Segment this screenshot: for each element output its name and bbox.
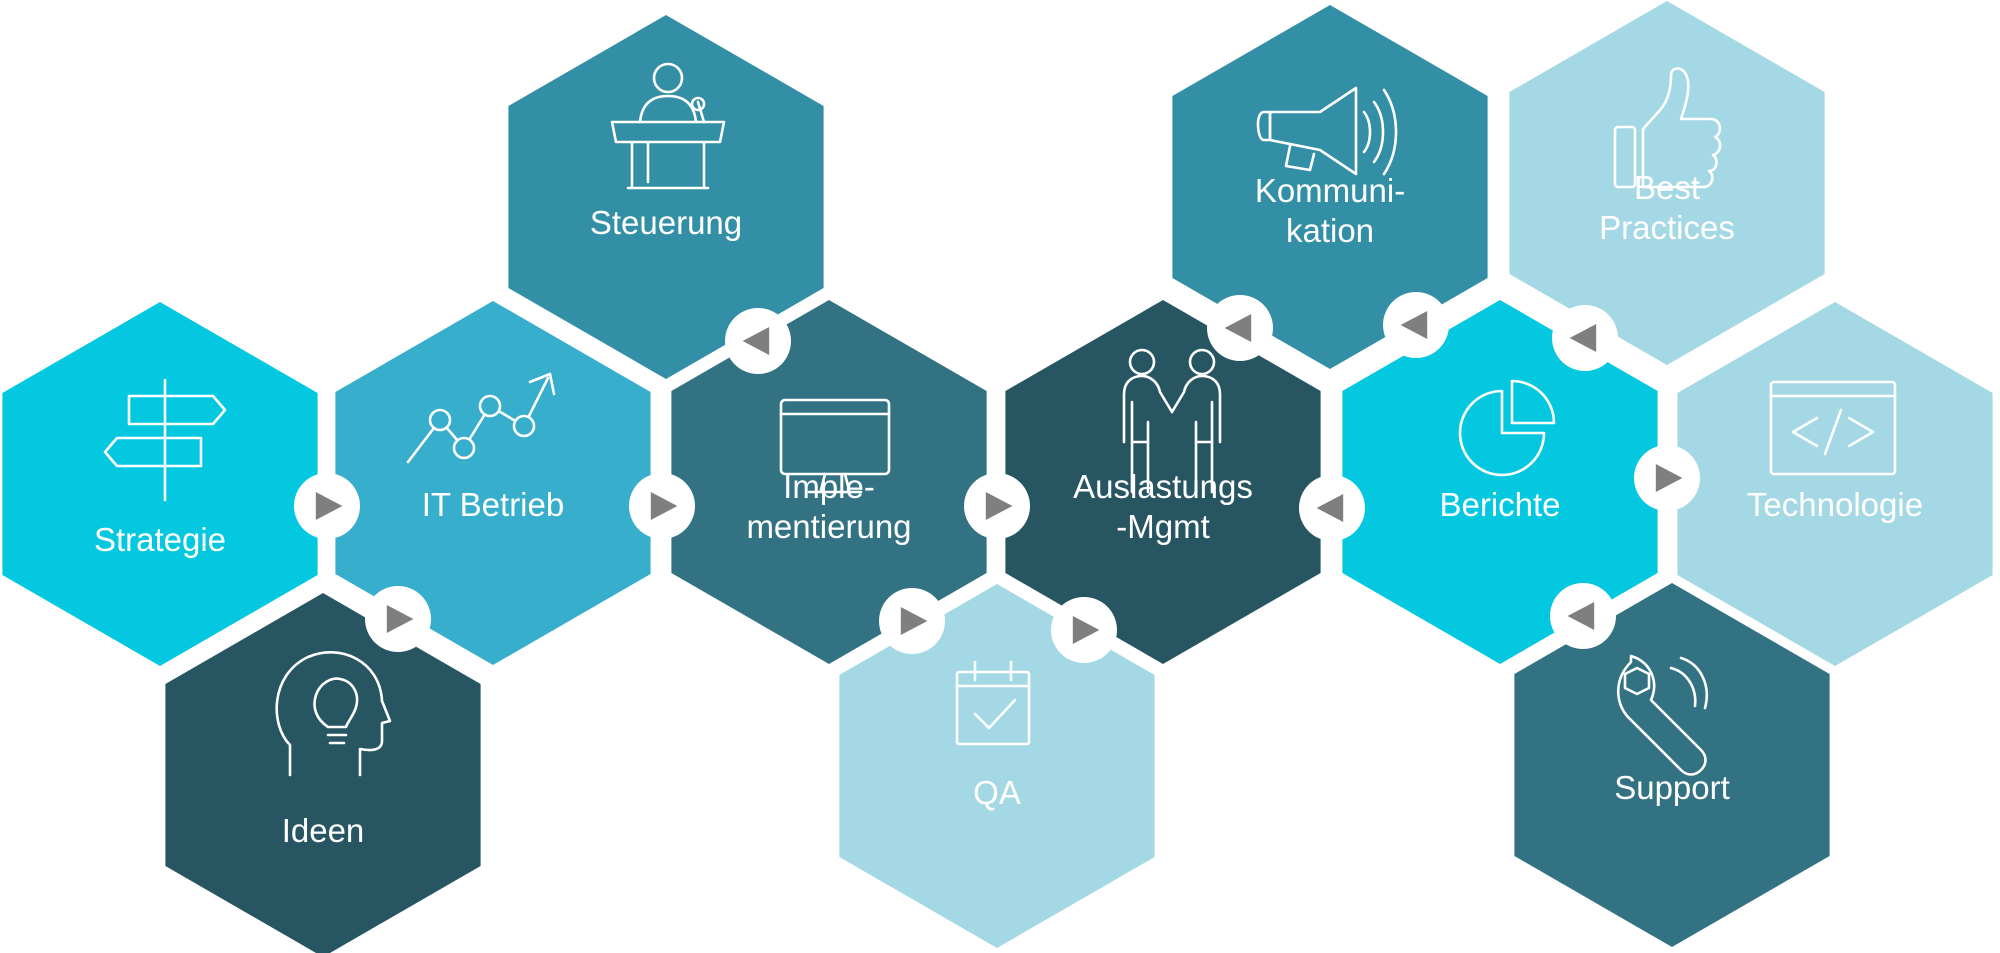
connector-implementierung-to-auslastungs xyxy=(964,473,1030,539)
hexagon-label-best-practices: Practices xyxy=(1599,209,1735,246)
triangle-left-icon xyxy=(1567,602,1595,630)
triangle-right-icon xyxy=(985,492,1013,520)
hexagon-shape xyxy=(1005,300,1321,664)
triangle-left-icon xyxy=(1316,494,1344,522)
hexagon-strategie: Strategie xyxy=(2,302,318,666)
connector-implementierung-to-qa xyxy=(879,588,945,654)
hexagon-auslastungs-mgmt: Auslastungs-Mgmt xyxy=(1005,300,1321,664)
hexagon-label-qa: QA xyxy=(973,774,1021,811)
megaphone-icon xyxy=(1256,86,1398,176)
hexagon-label-implementierung: mentierung xyxy=(746,508,911,545)
hexagon-shape xyxy=(1509,1,1825,365)
hexagon-label-kommunikation: kation xyxy=(1286,212,1374,249)
connector-berichte-to-kommunikation xyxy=(1383,292,1449,358)
hexagon-shape xyxy=(1677,302,1993,666)
triangle-left-icon xyxy=(1224,314,1252,342)
hexagon-support: Support xyxy=(1514,583,1830,947)
hexagon-berichte: Berichte xyxy=(1342,300,1658,664)
hexagon-steuerung: Steuerung xyxy=(508,15,824,379)
triangle-right-icon xyxy=(315,492,343,520)
line-chart-icon xyxy=(406,372,556,464)
hexagon-implementierung: Imple-mentierung xyxy=(671,300,987,664)
hexagon-it-betrieb: IT Betrieb xyxy=(335,301,651,665)
hexagon-label-auslastungs-mgmt: -Mgmt xyxy=(1116,508,1210,545)
triangle-right-icon xyxy=(900,607,928,635)
hexagon-technologie: Technologie xyxy=(1677,302,1993,666)
connector-qa-to-auslastungs xyxy=(1051,597,1117,663)
hexagon-label-implementierung: Imple- xyxy=(783,468,875,505)
connector-implementierung-to-steuerung xyxy=(725,308,791,374)
triangle-left-icon xyxy=(1569,324,1597,352)
connector-strategie-to-it-betrieb xyxy=(294,473,360,539)
handshake-people-icon xyxy=(1122,348,1222,494)
hexagon-shape xyxy=(508,15,824,379)
hexagon-label-strategie: Strategie xyxy=(94,521,226,558)
hexagon-qa: QA xyxy=(839,584,1155,948)
hexagon-shape xyxy=(165,593,481,953)
triangle-left-icon xyxy=(1400,311,1428,339)
connector-auslastungs-to-kommunikation xyxy=(1207,295,1273,361)
triangle-left-icon xyxy=(742,327,770,355)
podium-speaker-icon xyxy=(610,62,726,190)
hexagon-label-ideen: Ideen xyxy=(282,812,365,849)
hexagon-label-technologie: Technologie xyxy=(1747,486,1923,523)
hexagon-kommunikation: Kommuni-kation xyxy=(1172,5,1488,369)
triangle-right-icon xyxy=(1655,464,1683,492)
connector-ideen-to-it-betrieb xyxy=(365,586,431,652)
head-lightbulb-icon xyxy=(275,651,392,777)
hexagon-label-support: Support xyxy=(1614,769,1730,806)
calendar-check-icon xyxy=(955,660,1031,746)
triangle-right-icon xyxy=(386,605,414,633)
hexagon-shape xyxy=(839,584,1155,948)
hexagon-ideen: Ideen xyxy=(165,593,481,953)
connector-berichte-to-support xyxy=(1550,583,1616,649)
thumbs-up-icon xyxy=(1613,67,1722,189)
hexagon-shape xyxy=(2,302,318,666)
connector-layer xyxy=(294,292,1700,663)
signpost-icon xyxy=(103,378,227,502)
hexagon-shape xyxy=(1172,5,1488,369)
connector-it-betrieb-to-implementierung xyxy=(629,473,695,539)
connector-berichte-to-best-practices xyxy=(1552,305,1618,371)
hexagon-shape xyxy=(1514,583,1830,947)
hexagon-label-it-betrieb: IT Betrieb xyxy=(422,486,564,523)
connector-berichte-to-technologie xyxy=(1634,445,1700,511)
pie-chart-icon xyxy=(1458,379,1556,477)
hexagon-shape xyxy=(335,301,651,665)
hexagon-label-best-practices: Best xyxy=(1634,169,1700,206)
connector-berichte-to-auslastungs xyxy=(1299,475,1365,541)
triangle-right-icon xyxy=(1072,616,1100,644)
hexagon-shape xyxy=(671,300,987,664)
hexagon-label-steuerung: Steuerung xyxy=(590,204,742,241)
triangle-right-icon xyxy=(650,492,678,520)
monitor-icon xyxy=(779,398,891,494)
code-window-icon xyxy=(1769,380,1897,476)
wrench-icon xyxy=(1617,654,1708,776)
hexagon-shape xyxy=(1342,300,1658,664)
hexagon-label-berichte: Berichte xyxy=(1439,486,1560,523)
hexagon-label-kommunikation: Kommuni- xyxy=(1255,172,1405,209)
hexagon-label-auslastungs-mgmt: Auslastungs xyxy=(1073,468,1253,505)
